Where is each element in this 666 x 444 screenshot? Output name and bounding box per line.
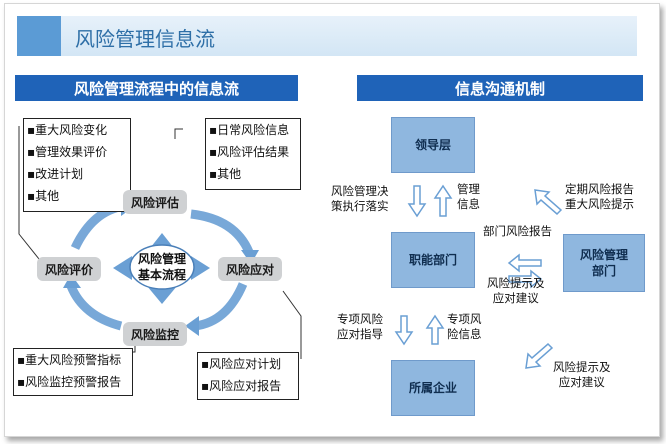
node-assess: 风险评估	[123, 190, 187, 214]
note-monitor-item-2: ▪风险监控预警报告	[17, 375, 122, 389]
box-risk-dept: 风险管理 部门	[563, 234, 645, 292]
box-subsidiary: 所属企业	[391, 360, 475, 416]
box-functional-label: 职能部门	[408, 253, 457, 267]
label-tips-low-line-1: 风险提示及	[553, 360, 611, 374]
label-periodic: 定期风险报告 重大风险提示	[565, 182, 634, 212]
center-label-line-1: 风险管理	[137, 252, 186, 266]
label-tips-low: 风险提示及 应对建议	[553, 360, 611, 390]
right-section-title: 信息沟通机制	[454, 79, 545, 98]
box-functional: 职能部门	[391, 232, 475, 288]
page-title: 风险管理信息流	[75, 27, 215, 51]
node-respond-label: 风险应对	[225, 262, 274, 277]
note-evaluate-item-1: ▪重大风险变化	[27, 123, 108, 137]
label-tips-mid-line-2: 应对建议	[492, 291, 539, 305]
label-special-guide: 专项风险 应对指导	[337, 312, 383, 342]
left-section-title: 风险管理流程中的信息流	[73, 79, 239, 98]
title-accent-square	[17, 16, 61, 56]
center-ellipse	[129, 244, 195, 290]
note-assess-item-1: ▪日常风险信息	[209, 123, 290, 137]
label-mgmt-info-line-1: 管理	[457, 182, 480, 196]
note-monitor: ▪重大风险预警指标 ▪风险监控预警报告	[13, 348, 133, 396]
arrow-diag-periodic	[534, 189, 563, 216]
box-leadership-label: 领导层	[414, 138, 451, 152]
label-tips-mid-line-1: 风险提示及	[487, 276, 545, 290]
note-evaluate-item-2: ▪管理效果评价	[27, 145, 108, 159]
arrow-up-mgmt-info	[433, 184, 453, 217]
triangle-down	[147, 286, 177, 304]
box-subsidiary-label: 所属企业	[408, 381, 457, 395]
node-evaluate-label: 风险评价	[44, 262, 93, 277]
connector-assess	[174, 128, 183, 139]
left-section-header: 风险管理流程中的信息流	[15, 75, 298, 101]
triangle-right	[191, 256, 210, 280]
label-decision-line-1: 风险管理决	[331, 184, 389, 198]
center-label-line-2: 基本流程	[137, 268, 186, 282]
arrow-right-tips	[508, 269, 543, 289]
label-tips-low-line-2: 应对建议	[558, 375, 605, 389]
label-special-guide-line-1: 专项风险	[337, 312, 383, 326]
arc-respond-monitor	[194, 282, 248, 331]
label-tips-mid: 风险提示及 应对建议	[487, 276, 545, 306]
triangle-left	[113, 256, 132, 280]
label-special-info: 专项风 险信息	[447, 312, 482, 342]
note-monitor-item-1: ▪重大风险预警指标	[17, 353, 122, 367]
note-respond: ▪风险应对计划 ▪风险应对报告	[197, 352, 299, 400]
note-assess-item-2: ▪风险评估结果	[209, 145, 290, 159]
label-mgmt-info-line-2: 信息	[457, 197, 480, 211]
arrow-down-special-guide	[394, 315, 414, 346]
box-risk-dept-line-1: 风险管理	[579, 248, 628, 262]
arrow-left-report	[507, 253, 542, 273]
arrow-diag-tips-low	[525, 342, 554, 369]
title-bar: 风险管理信息流	[17, 16, 637, 56]
node-monitor-label: 风险监控	[130, 327, 179, 342]
arrow-up-special-info	[425, 314, 445, 345]
label-periodic-line-2: 重大风险提示	[565, 197, 634, 211]
label-dept-report: 部门风险报告	[483, 224, 552, 238]
note-evaluate: ▪重大风险变化 ▪管理效果评价 ▪改进计划 ▪其他	[23, 118, 131, 212]
label-decision: 风险管理决 策执行落实	[331, 184, 389, 214]
label-decision-line-2: 策执行落实	[331, 199, 389, 213]
note-assess: ▪日常风险信息 ▪风险评估结果 ▪其他	[205, 118, 301, 190]
label-mgmt-info: 管理 信息	[457, 182, 480, 212]
arc-evaluate-assess	[70, 201, 126, 251]
node-assess-label: 风险评估	[130, 195, 179, 210]
node-monitor: 风险监控	[123, 322, 187, 346]
label-periodic-line-1: 定期风险报告	[565, 182, 634, 196]
label-special-info-line-2: 险信息	[447, 327, 482, 341]
arc-monitor-evaluate	[66, 284, 123, 331]
box-risk-dept-line-2: 部门	[591, 264, 616, 278]
arc-assess-respond	[190, 209, 254, 254]
slide: 风险管理信息流 风险管理流程中的信息流 信息沟通机制	[4, 3, 660, 437]
node-evaluate: 风险评价	[37, 257, 101, 281]
arrow-down-decision	[407, 185, 427, 218]
connector-evaluate	[18, 126, 44, 265]
note-respond-item-1: ▪风险应对计划	[201, 357, 282, 371]
arrowhead-monitor	[185, 316, 199, 336]
label-special-info-line-1: 专项风	[447, 312, 482, 326]
label-special-guide-line-2: 应对指导	[337, 327, 383, 341]
connector-respond	[282, 290, 302, 359]
arrowhead-evaluate	[63, 274, 81, 288]
note-respond-item-2: ▪风险应对报告	[201, 379, 282, 393]
node-respond: 风险应对	[218, 257, 282, 281]
note-assess-item-3: ▪其他	[209, 167, 242, 181]
note-evaluate-item-3: ▪改进计划	[27, 167, 84, 181]
flow-arrows	[394, 184, 563, 369]
note-evaluate-item-4: ▪其他	[27, 189, 60, 203]
box-leadership: 领导层	[391, 117, 475, 173]
center-label: 风险管理 基本流程	[126, 251, 198, 283]
right-section-header: 信息沟通机制	[357, 75, 643, 101]
